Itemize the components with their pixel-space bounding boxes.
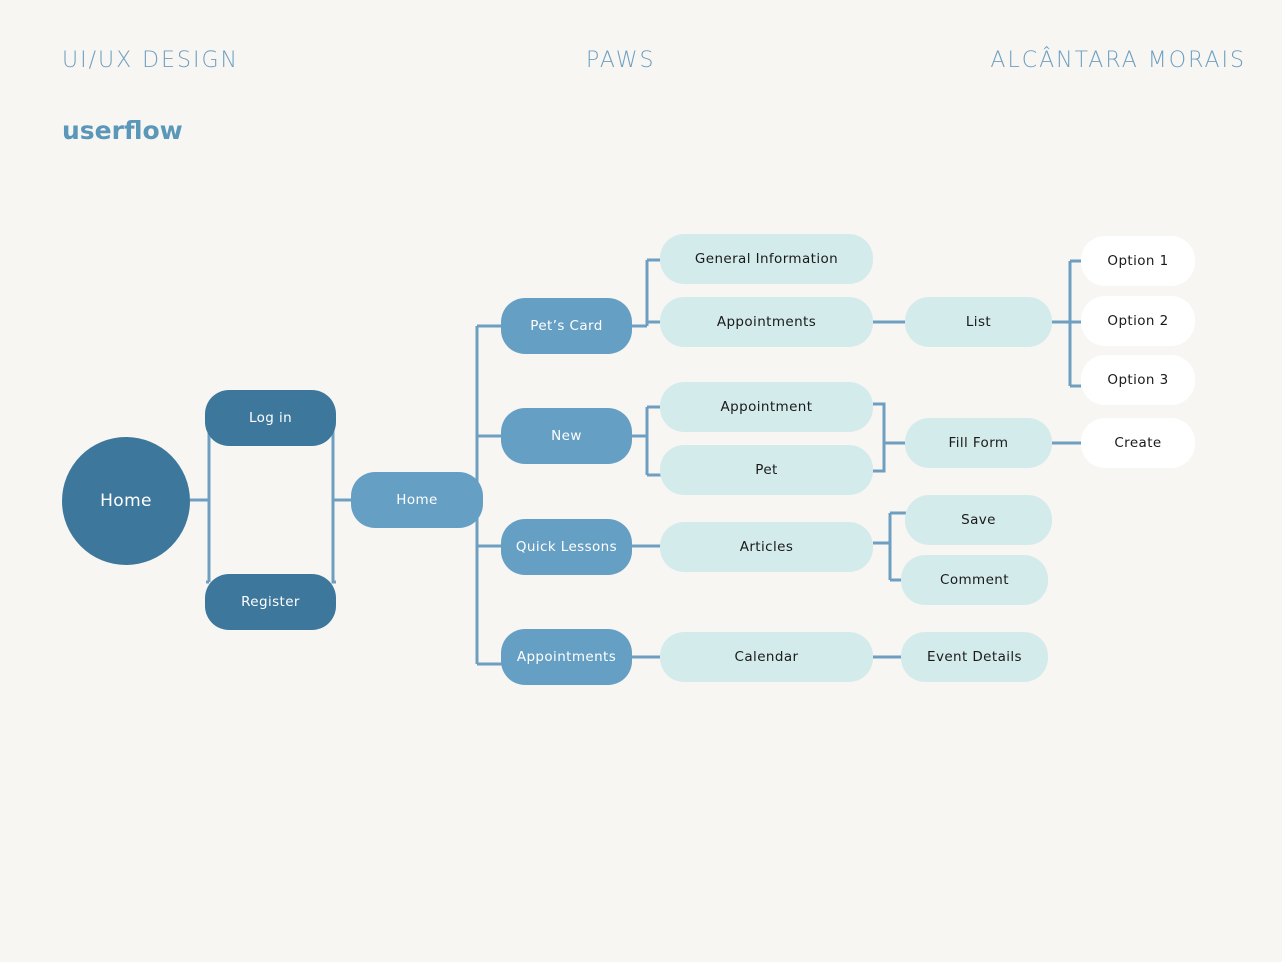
link-new-fillform	[873, 402, 906, 473]
link-articles-children	[873, 511, 906, 582]
header-left-title: UI/UX DESIGN	[62, 48, 239, 73]
node-calendar[interactable]: Calendar	[660, 632, 873, 682]
link-list-options	[1052, 259, 1081, 388]
node-register[interactable]: Register	[205, 574, 336, 630]
node-option-1[interactable]: Option 1	[1081, 236, 1195, 286]
link-petscard-children	[632, 258, 661, 328]
node-comment[interactable]: Comment	[901, 555, 1048, 605]
node-fill-form[interactable]: Fill Form	[905, 418, 1052, 468]
node-pet-appointments[interactable]: Appointments	[660, 297, 873, 347]
node-new[interactable]: New	[501, 408, 632, 464]
node-save[interactable]: Save	[905, 495, 1052, 545]
node-new-pet[interactable]: Pet	[660, 445, 873, 495]
node-list[interactable]: List	[905, 297, 1052, 347]
link-start-login-register	[190, 416, 211, 584]
node-quick-lessons[interactable]: Quick Lessons	[501, 519, 632, 575]
page-subtitle: userflow	[62, 116, 183, 145]
node-pets-card[interactable]: Pet’s Card	[501, 298, 632, 354]
header-center-title: PAWS	[586, 48, 656, 73]
node-home[interactable]: Home	[351, 472, 483, 528]
node-option-2[interactable]: Option 2	[1081, 296, 1195, 346]
node-general-information[interactable]: General Information	[660, 234, 873, 284]
node-articles[interactable]: Articles	[660, 522, 873, 572]
link-login-register-home	[331, 416, 352, 584]
node-appointments[interactable]: Appointments	[501, 629, 632, 685]
link-new-children	[632, 405, 661, 477]
header-right-title: ALCÂNTARA MORAIS	[990, 48, 1246, 73]
node-create[interactable]: Create	[1081, 418, 1195, 468]
node-start-home[interactable]: Home	[62, 437, 190, 565]
node-option-3[interactable]: Option 3	[1081, 355, 1195, 405]
node-new-appointment[interactable]: Appointment	[660, 382, 873, 432]
node-log-in[interactable]: Log in	[205, 390, 336, 446]
node-event-details[interactable]: Event Details	[901, 632, 1048, 682]
